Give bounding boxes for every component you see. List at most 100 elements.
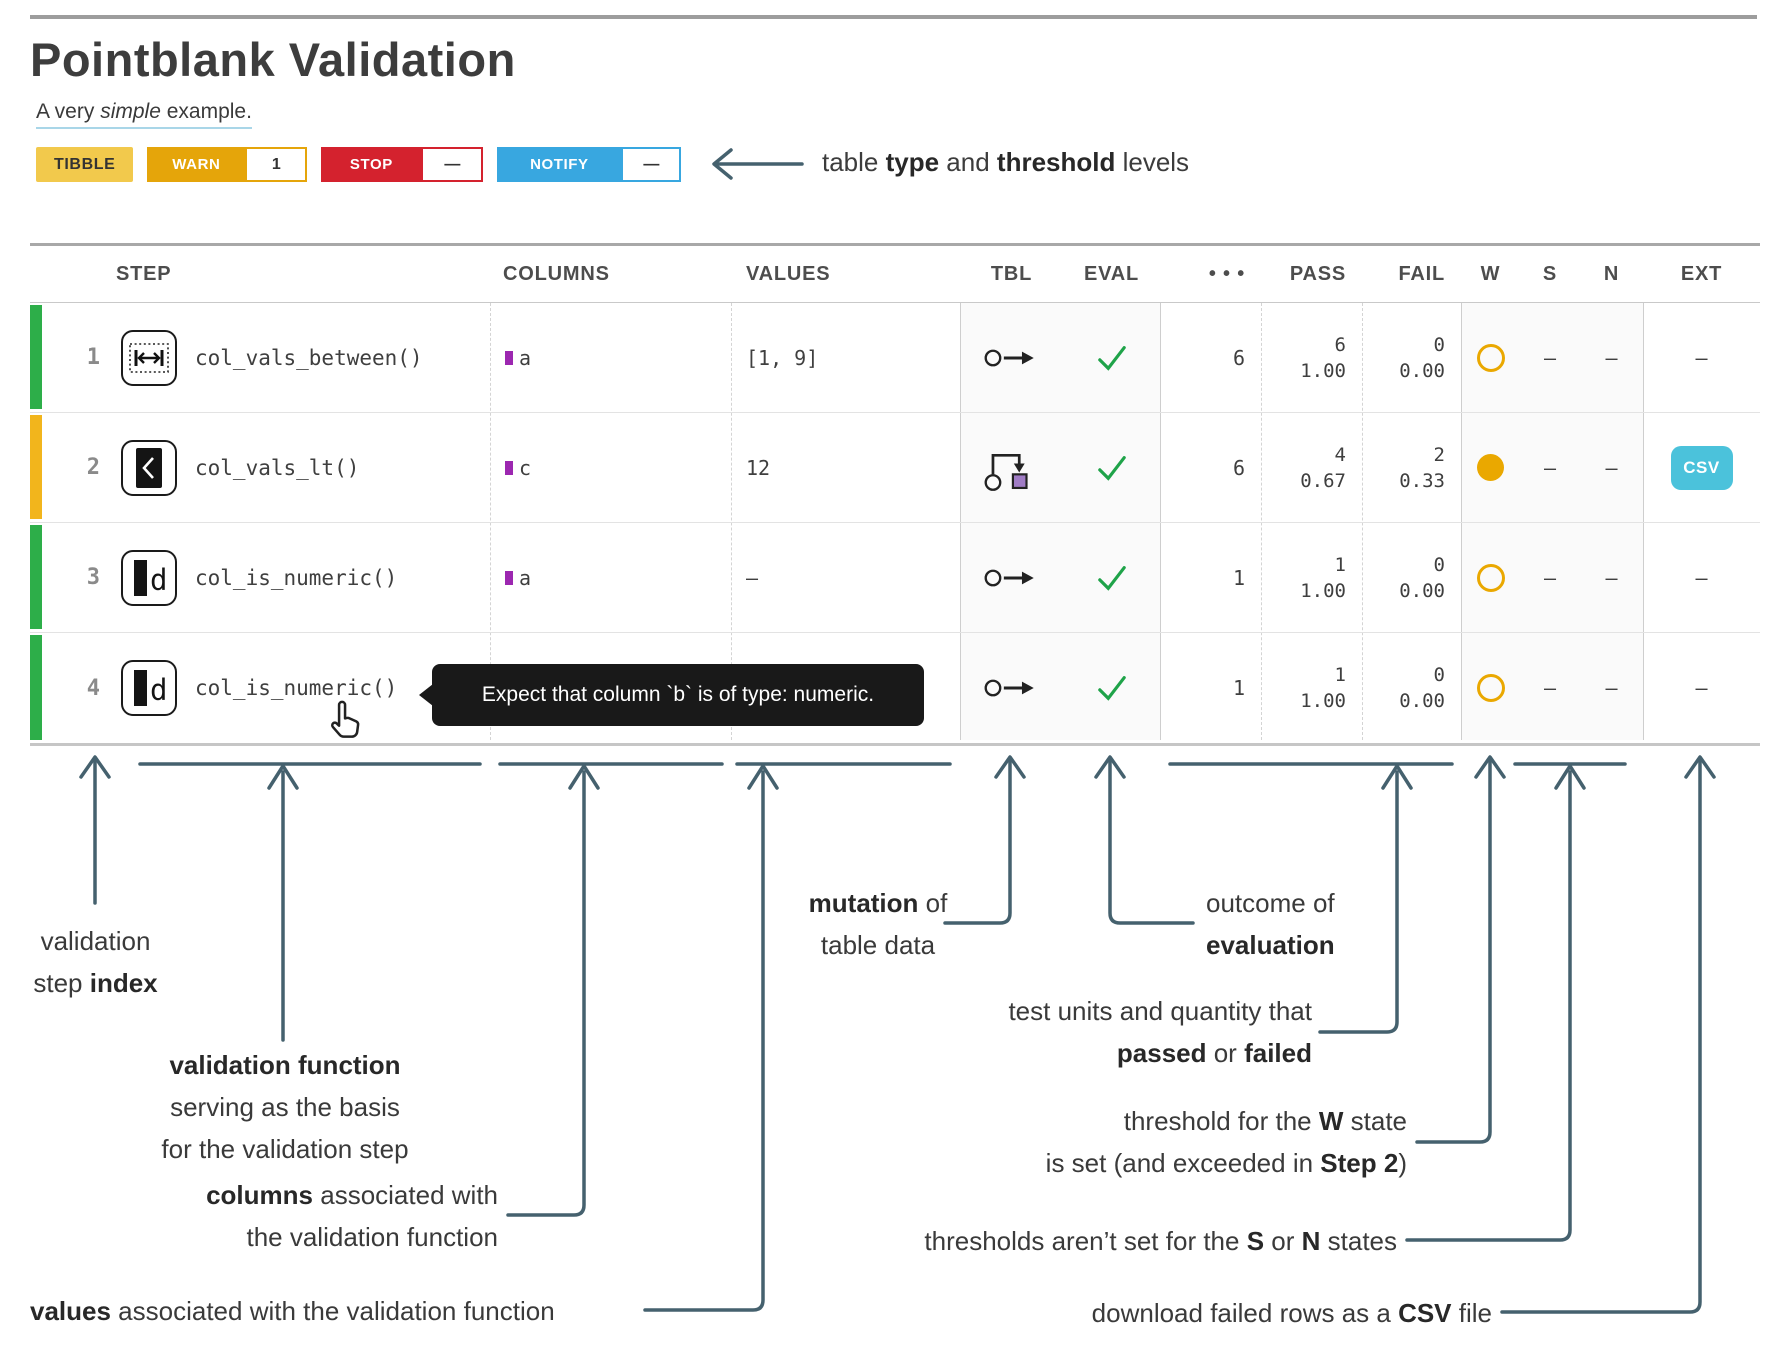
step-index: 3 [86, 565, 100, 590]
table-header-row: STEP COLUMNS VALUES TBL EVAL • • • PASS … [30, 246, 1760, 303]
separator [490, 303, 491, 740]
tibble-badge: TIBBLE [36, 147, 134, 182]
warn-threshold-open-circle-icon [1476, 343, 1505, 372]
validation-function[interactable]: col_is_numeric() [195, 565, 398, 590]
warn-threshold-open-circle-icon [1476, 563, 1505, 592]
annotation-step-index: validation step index [33, 926, 158, 998]
warn-threshold-filled-circle-icon [1477, 454, 1504, 481]
separator [1261, 303, 1262, 740]
warn-badge-value: 1 [245, 147, 308, 182]
check-icon [1097, 565, 1126, 591]
csv-download-button[interactable]: CSV [1670, 445, 1733, 490]
column-marker-icon [505, 460, 513, 475]
notify-threshold-cell: — [1605, 565, 1618, 590]
header-ext: EXT [1680, 262, 1723, 285]
header-columns: COLUMNS [503, 262, 610, 285]
extract-cell: — [1695, 565, 1708, 590]
separator [1461, 303, 1462, 740]
step-index: 4 [86, 675, 100, 701]
annotation-mutation: mutation of table data [808, 888, 948, 960]
top-divider [30, 15, 1757, 19]
col-vals-lt-icon [121, 439, 177, 496]
no-mutation-icon [984, 569, 1034, 586]
header-pass: PASS [1289, 262, 1346, 285]
column-name: a [519, 345, 532, 370]
stop-badge: STOP — [321, 147, 484, 182]
page-title: Pointblank Validation [30, 33, 516, 86]
test-units: 1 [1232, 676, 1245, 700]
column-name: c [519, 455, 532, 480]
stop-badge-value: — [421, 147, 484, 182]
col-vals-between-icon [121, 329, 177, 386]
hand-cursor-icon [326, 698, 366, 747]
status-bar-amber [30, 415, 42, 519]
svg-text:d: d [150, 673, 167, 707]
header-eval: EVAL [1083, 262, 1140, 285]
warn-badge: WARN 1 [147, 147, 308, 182]
header-fail: FAIL [1398, 262, 1445, 285]
separator [731, 303, 732, 740]
check-icon [1097, 345, 1126, 371]
extract-cell: — [1695, 345, 1708, 370]
warn-threshold-open-circle-icon [1476, 674, 1505, 702]
notify-threshold-cell: — [1605, 676, 1618, 700]
header-units-dots: • • • [1208, 262, 1245, 285]
annotation-test-units: test units and quantity that passed or f… [1008, 996, 1312, 1068]
separator [960, 303, 961, 740]
validation-function[interactable]: col_vals_lt() [195, 455, 360, 480]
step-index: 1 [86, 345, 100, 370]
status-bar-green [30, 305, 42, 409]
annotation-sn-thresholds: thresholds aren’t set for the S or N sta… [924, 1226, 1397, 1256]
stop-badge-label: STOP [321, 147, 422, 182]
separator [1643, 303, 1644, 740]
status-bar-green [30, 525, 42, 629]
annotation-evaluation-outcome: outcome of evaluation [1206, 888, 1335, 960]
no-mutation-icon [984, 679, 1034, 697]
step-index: 2 [86, 455, 100, 480]
separator [1362, 303, 1363, 740]
header-values: VALUES [746, 262, 831, 285]
svg-text:d: d [150, 563, 167, 597]
separator [1160, 303, 1161, 740]
col-is-numeric-icon: d [121, 549, 177, 606]
annotation-columns: columns associated with the validation f… [206, 1180, 498, 1252]
annotation-values: values associated with the validation fu… [30, 1296, 555, 1326]
annotation-validation-function: validation function serving as the basis… [161, 1050, 409, 1164]
annotation-warn-threshold: threshold for the W state is set (and ex… [1045, 1106, 1407, 1178]
warn-badge-label: WARN [147, 147, 246, 182]
no-mutation-icon [984, 349, 1034, 366]
status-bar-green [30, 635, 42, 740]
validation-function[interactable]: col_vals_between() [195, 345, 423, 370]
notify-badge: NOTIFY — [497, 147, 682, 182]
header-step: STEP [116, 262, 172, 285]
test-units: 6 [1232, 455, 1245, 480]
test-units: 1 [1232, 565, 1245, 590]
check-icon [1097, 455, 1126, 481]
notify-threshold-cell: — [1605, 455, 1618, 480]
header-w: W [1480, 262, 1501, 285]
threshold-badges: TIBBLE WARN 1 STOP — NOTIFY — [36, 147, 682, 182]
test-units: 6 [1232, 345, 1245, 370]
annotation-csv-download: download failed rows as a CSV file [1091, 1298, 1492, 1328]
notify-badge-label: NOTIFY [497, 147, 622, 182]
badge-caption: table type and threshold levels [822, 147, 1190, 177]
header-n: N [1603, 262, 1620, 285]
column-marker-icon [505, 570, 513, 585]
notify-badge-value: — [621, 147, 682, 182]
stop-threshold-cell: — [1543, 676, 1557, 700]
notify-threshold-cell: — [1605, 345, 1618, 370]
validation-table: STEP COLUMNS VALUES TBL EVAL • • • PASS … [30, 243, 1760, 746]
tbl-eval-panel [960, 303, 1160, 740]
validation-function[interactable]: col_is_numeric() [195, 676, 398, 700]
stop-threshold-cell: — [1543, 565, 1557, 590]
